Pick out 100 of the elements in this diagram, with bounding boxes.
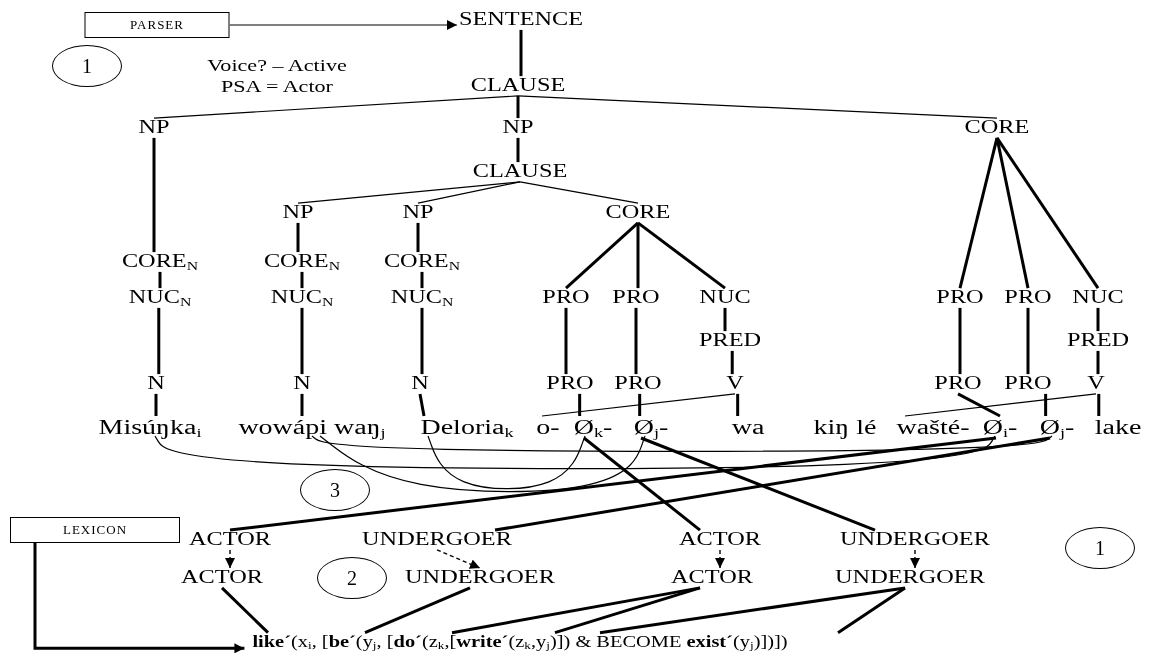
module-box: LEXICON bbox=[10, 517, 180, 543]
tree-line bbox=[637, 221, 726, 290]
word: Ø$_{j}$- bbox=[1039, 416, 1075, 438]
node-label: PRO bbox=[1004, 288, 1052, 308]
tree-line bbox=[578, 393, 582, 416]
tree-line bbox=[634, 307, 638, 375]
node-label: CORE bbox=[964, 118, 1030, 138]
tree-line bbox=[420, 271, 424, 289]
tree-line bbox=[417, 181, 521, 204]
word: Ø$_{i}$- bbox=[982, 416, 1018, 438]
node-label: NUC bbox=[1072, 288, 1124, 308]
arrow bbox=[225, 549, 235, 569]
arrow bbox=[228, 20, 458, 30]
tree-line bbox=[736, 393, 740, 416]
tree-line bbox=[1097, 393, 1101, 416]
node-label: UNDERGOER bbox=[840, 530, 990, 550]
node-label: CORE bbox=[605, 203, 671, 223]
tree-line bbox=[517, 95, 998, 119]
tree-line bbox=[904, 393, 1097, 417]
tree-line bbox=[519, 181, 639, 204]
tree-line bbox=[565, 221, 639, 290]
node-label: CORE$_{N}$ bbox=[263, 252, 341, 272]
tree-line bbox=[957, 392, 1001, 418]
tree-line bbox=[1026, 307, 1030, 375]
tree-line bbox=[1096, 350, 1100, 375]
tree-line bbox=[416, 222, 420, 253]
node-label: CLAUSE bbox=[470, 76, 566, 96]
node-label: V bbox=[1087, 374, 1105, 394]
node-label: CORE$_{N}$ bbox=[121, 252, 199, 272]
tree-line bbox=[519, 29, 523, 77]
node-label: NUC$_{N}$ bbox=[390, 288, 454, 308]
node-label: UNDERGOER bbox=[405, 568, 555, 588]
word: Ø$_{j}$- bbox=[633, 416, 669, 438]
tree-line bbox=[157, 307, 161, 375]
tree-line bbox=[564, 307, 568, 375]
node-label: NP bbox=[502, 118, 534, 138]
node-label: PRO bbox=[542, 288, 590, 308]
circled-number: 2 bbox=[317, 557, 387, 599]
tree-line bbox=[420, 307, 424, 375]
tree-line bbox=[300, 271, 304, 289]
tree-line bbox=[995, 137, 1030, 289]
tree-line bbox=[599, 586, 906, 635]
node-label: SENTENCE bbox=[458, 10, 584, 30]
node-label: PRO bbox=[612, 288, 660, 308]
tree-line bbox=[300, 307, 304, 375]
arrow bbox=[715, 549, 725, 569]
node-label: PRED bbox=[1066, 331, 1130, 351]
tree-line bbox=[418, 393, 426, 417]
node-label: NUC bbox=[699, 288, 751, 308]
tree-line bbox=[494, 436, 1051, 532]
tree-line bbox=[1096, 307, 1100, 332]
node-label: NP bbox=[138, 118, 170, 138]
word: wowápi waŋ$_{j}$ bbox=[238, 416, 386, 438]
tree-line bbox=[583, 436, 701, 532]
module-box: PARSER bbox=[84, 12, 230, 38]
tree-line bbox=[636, 222, 640, 289]
tree-line bbox=[297, 181, 521, 204]
tree-line bbox=[158, 271, 162, 289]
word: Ø$_{k}$- bbox=[573, 416, 613, 438]
word: Misúŋka$_{i}$ bbox=[98, 416, 202, 438]
node-label: PRO bbox=[614, 374, 662, 394]
tree-line bbox=[638, 393, 642, 416]
circled-number: 1 bbox=[52, 45, 122, 87]
coreference-curve bbox=[154, 435, 996, 470]
node-label: N bbox=[411, 374, 429, 394]
tree-line bbox=[995, 137, 1100, 289]
tree-line bbox=[516, 95, 520, 119]
node-label: PRO bbox=[934, 374, 982, 394]
word: kiŋ lé bbox=[813, 416, 877, 438]
tree-line bbox=[640, 436, 876, 532]
coreference-curve bbox=[427, 435, 586, 490]
node-label: CLAUSE bbox=[472, 162, 568, 182]
tree-line bbox=[837, 586, 906, 634]
node-label: NUC$_{N}$ bbox=[270, 288, 334, 308]
word: o- bbox=[536, 416, 560, 438]
node-label: NP bbox=[402, 203, 434, 223]
word: wa bbox=[731, 416, 765, 438]
tree-line bbox=[229, 436, 997, 532]
node-label: ACTOR bbox=[679, 530, 761, 550]
tree-line bbox=[296, 222, 300, 253]
node-label: PRO bbox=[1004, 374, 1052, 394]
note-text: PSA = Actor bbox=[221, 77, 333, 97]
word: lake bbox=[1094, 416, 1142, 438]
node-label: PRO bbox=[546, 374, 594, 394]
tree-line bbox=[730, 350, 734, 375]
tree-line bbox=[554, 586, 701, 635]
word: Deloria$_{k}$ bbox=[420, 416, 514, 438]
tree-line bbox=[958, 307, 962, 375]
node-label: CORE$_{N}$ bbox=[383, 252, 461, 272]
node-label: NP bbox=[282, 203, 314, 223]
node-label: UNDERGOER bbox=[362, 530, 512, 550]
tree-line bbox=[153, 95, 519, 119]
coreference-curve bbox=[311, 435, 1053, 452]
node-label: PRO bbox=[936, 288, 984, 308]
formula: like´(x$_{i}$, [be´(y$_{j}$, [do´(z$_{k}$,[write´(z$_{k}$,y$_{j}$)]) & BECOME exist´(y$_{j}$)])]) bbox=[252, 632, 788, 652]
tree-line bbox=[958, 137, 999, 289]
tree-line bbox=[1044, 393, 1048, 416]
node-label: NUC$_{N}$ bbox=[128, 288, 192, 308]
tree-line bbox=[220, 586, 270, 634]
circled-number: 3 bbox=[300, 469, 370, 511]
